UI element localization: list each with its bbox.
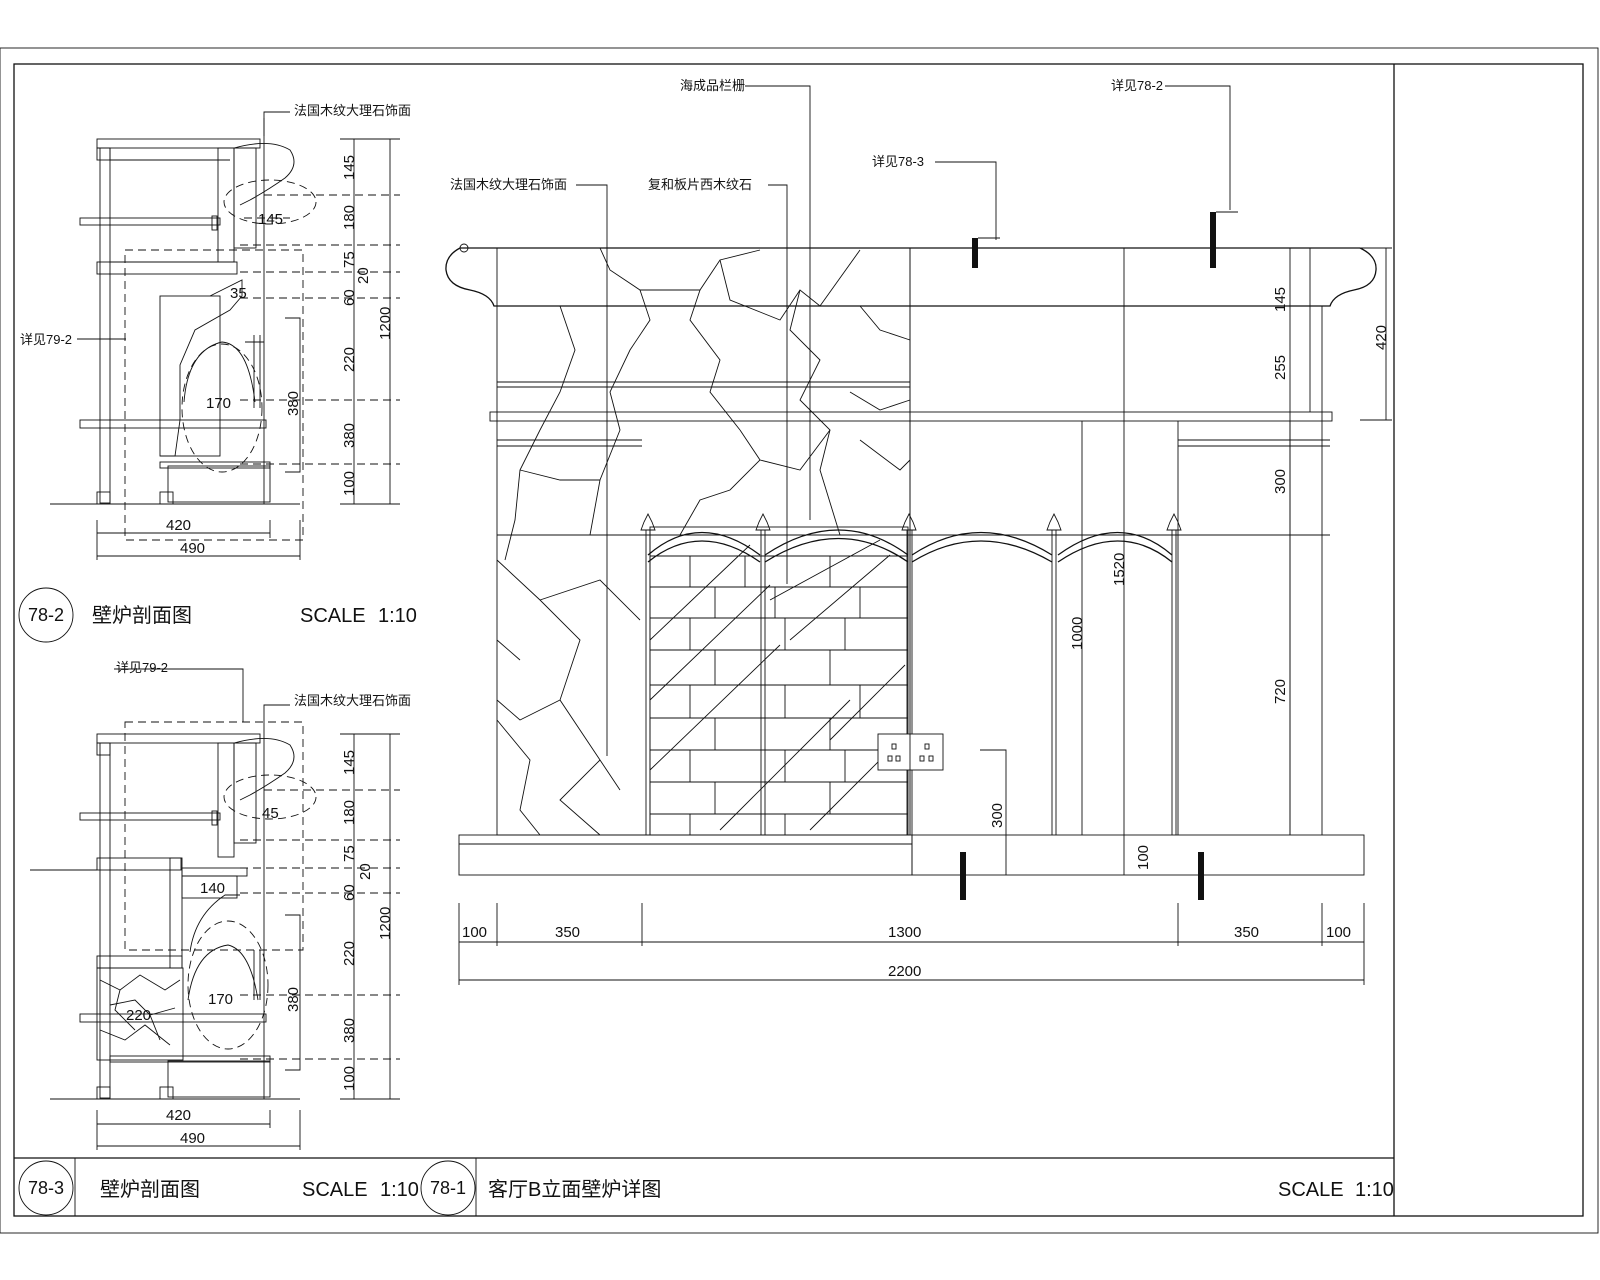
sec-b-callout-detail: 详见79-2 — [116, 660, 168, 675]
dim-right-255: 255 — [1272, 355, 1289, 380]
sec-a-id: 78-2 — [28, 605, 64, 625]
dim-bottom-100-left: 100 — [462, 924, 487, 941]
power-outlet — [877, 733, 944, 771]
sec-a-dim-75: 75 — [341, 251, 358, 268]
sec-a-dim-420: 420 — [166, 517, 191, 534]
callout-marble-left: 法国木纹大理石饰面 — [450, 177, 567, 192]
dim-right-720: 720 — [1272, 679, 1289, 704]
dim-bottom-1300: 1300 — [888, 924, 921, 941]
main-scale-value: 1:10 — [1355, 1179, 1394, 1201]
callout-finished-fence: 海成品栏栅 — [680, 78, 745, 93]
sec-a-dim-1200: 1200 — [377, 307, 394, 340]
sec-b-callout-marble: 法国木纹大理石饰面 — [294, 693, 411, 708]
dim-100: 100 — [1135, 845, 1152, 870]
sec-a-dim-170: 170 — [206, 395, 231, 412]
main-id-circle — [420, 1160, 476, 1216]
sec-a-dim-490: 490 — [180, 540, 205, 557]
main-scale-label: SCALE — [1278, 1179, 1344, 1201]
sec-b-dim-60: 60 — [341, 884, 358, 901]
sec-b-id: 78-3 — [28, 1178, 64, 1198]
sec-a-scale-label: SCALE — [300, 605, 366, 627]
sec-a-dim-20: 20 — [355, 267, 372, 284]
main-id: 78-1 — [430, 1178, 466, 1198]
dim-right-145: 145 — [1272, 287, 1289, 312]
sec-a-dim-180: 180 — [341, 205, 358, 230]
sec-b-dim-45: 45 — [262, 805, 279, 822]
sec-b-dim-75: 75 — [341, 845, 358, 862]
dim-300: 300 — [989, 803, 1006, 828]
sec-b-dim-380-left: 380 — [341, 1018, 358, 1043]
sec-a-dim-100: 100 — [341, 471, 358, 496]
callout-detail-782: 详见78-2 — [1111, 78, 1163, 93]
fire-screen-posts — [640, 512, 1182, 835]
sec-b-dim-220: 220 — [341, 941, 358, 966]
main-dimension-lines — [458, 247, 1392, 985]
sec-a-callout-detail: 详见79-2 — [20, 332, 72, 347]
sec-b-dim-420: 420 — [166, 1107, 191, 1124]
sec-b-dim-220: 220 — [126, 1007, 151, 1024]
sec-a-scale-value: 1:10 — [378, 605, 417, 627]
sec-a-dim-145-inner: 145 — [258, 211, 283, 228]
callout-composite-stone: 复和板片西木纹石 — [648, 177, 752, 192]
dim-bottom-350-left: 350 — [555, 924, 580, 941]
sec-a-callout-marble: 法国木纹大理石饰面 — [294, 103, 411, 118]
sec-b-dim-20: 20 — [357, 863, 374, 880]
sec-a-dim-145: 145 — [341, 155, 358, 180]
sheet-frame — [0, 47, 1599, 1234]
sec-b-dim-140: 140 — [200, 880, 225, 897]
callout-detail-783: 详见78-3 — [872, 154, 924, 169]
sec-b-dim-490: 490 — [180, 1130, 205, 1147]
sec-b-scale-value: 1:10 — [380, 1179, 419, 1201]
dim-right-300: 300 — [1272, 469, 1289, 494]
sec-b-title: 壁炉剖面图 — [100, 1178, 200, 1201]
section-78-2 — [50, 111, 400, 560]
sec-b-id-circle — [18, 1160, 74, 1216]
sec-b-dim-100: 100 — [341, 1066, 358, 1091]
dim-1520: 1520 — [1111, 553, 1128, 586]
dim-bottom-100-right: 100 — [1326, 924, 1351, 941]
sec-a-dim-60: 60 — [341, 289, 358, 306]
sec-b-dim-180: 180 — [341, 800, 358, 825]
firebox-brick-courses — [650, 555, 908, 835]
section-78-3 — [30, 668, 400, 1150]
sec-b-dim-380-right: 380 — [285, 987, 302, 1012]
sec-a-dim-35: 35 — [230, 285, 247, 302]
sec-a-dim-380-right: 380 — [285, 391, 302, 416]
marble-veins — [496, 247, 911, 836]
main-leaders — [576, 85, 1231, 875]
main-title: 客厅B立面壁炉详图 — [488, 1178, 661, 1201]
dim-total-2200: 2200 — [888, 963, 921, 980]
sec-a-id-circle — [18, 587, 74, 643]
dim-bottom-350-right: 350 — [1234, 924, 1259, 941]
sec-b-dim-170: 170 — [208, 991, 233, 1008]
dim-1000: 1000 — [1069, 617, 1086, 650]
sec-a-dim-380-left: 380 — [341, 423, 358, 448]
sec-b-scale-label: SCALE — [302, 1179, 368, 1201]
sec-b-dim-145: 145 — [341, 750, 358, 775]
fire-screen-arches — [647, 529, 1173, 563]
glass-reflection-lines — [649, 539, 906, 831]
sec-b-dim-1200: 1200 — [377, 907, 394, 940]
dim-right-420: 420 — [1373, 325, 1390, 350]
section-cut-marks — [960, 211, 1238, 900]
sec-a-title: 壁炉剖面图 — [92, 604, 192, 627]
sec-a-dim-220: 220 — [341, 347, 358, 372]
fireplace-elevation — [445, 211, 1377, 900]
